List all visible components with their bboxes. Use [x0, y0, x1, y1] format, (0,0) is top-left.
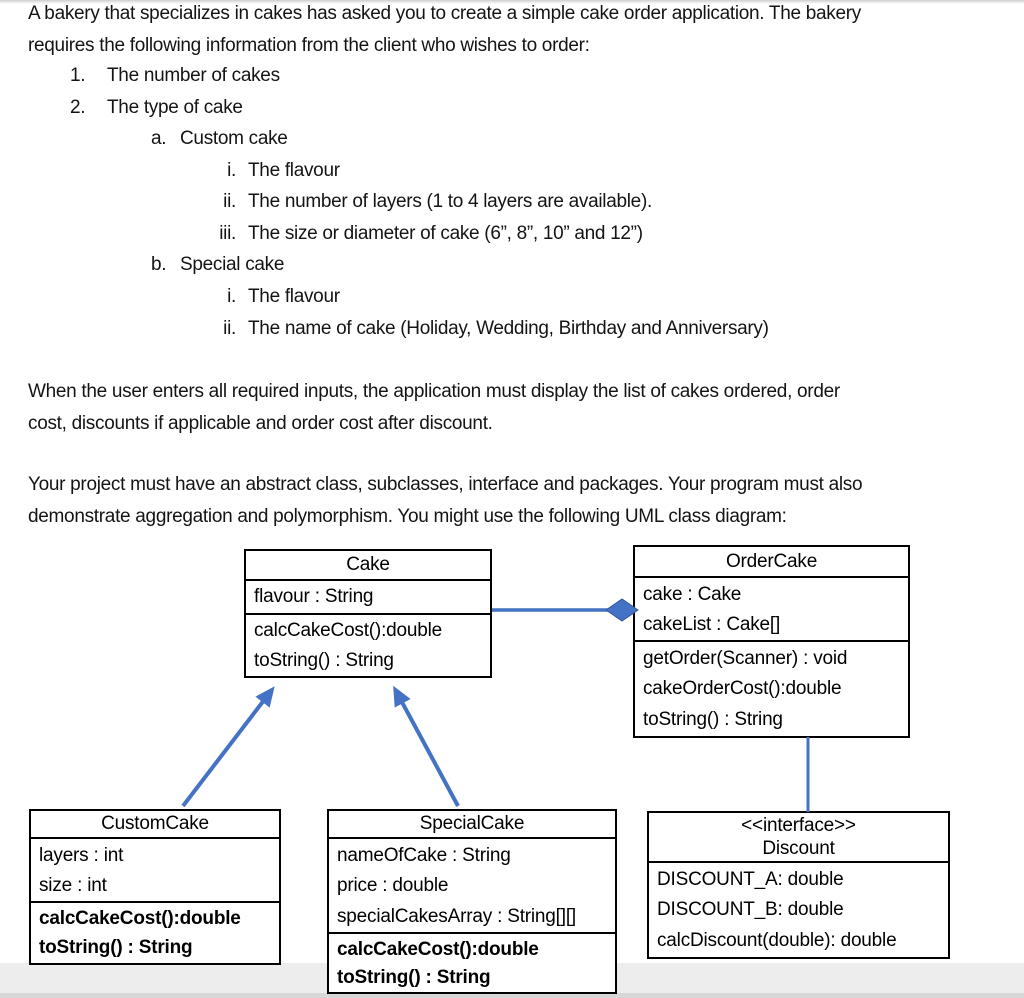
paragraph-line: A bakery that specializes in cakes has a… — [28, 3, 861, 24]
class-attribute: cake : Cake — [643, 584, 742, 605]
class-attribute: specialCakesArray : String[][] — [337, 906, 576, 927]
inheritance-arrow-specialcake-to-cake — [393, 685, 460, 807]
class-title: OrderCake — [635, 547, 908, 578]
methods-section: getOrder(Scanner) : void cakeOrderCost()… — [635, 642, 908, 735]
uml-class-specialcake: SpecialCake nameOfCake : String price : … — [327, 809, 617, 994]
members-section: DISCOUNT_A: double DISCOUNT_B: double ca… — [649, 863, 948, 956]
list-marker: ii. — [223, 191, 236, 212]
class-method: calcCakeCost():double — [39, 908, 241, 929]
class-attribute: layers : int — [39, 845, 124, 866]
list-item: i. The flavour — [0, 286, 1010, 312]
list-text: Custom cake — [180, 128, 288, 149]
list-text: The number of layers (1 to 4 layers are … — [248, 191, 652, 212]
bottom-edge-line — [0, 993, 1024, 998]
attributes-section: nameOfCake : String price : double speci… — [329, 839, 615, 934]
interface-header: <<interface>> Discount — [649, 813, 948, 863]
attributes-section: cake : Cake cakeList : Cake[] — [635, 578, 908, 642]
uml-class-ordercake: OrderCake cake : Cake cakeList : Cake[] … — [633, 545, 910, 738]
class-method: calcCakeCost():double — [254, 620, 442, 641]
list-marker: 2. — [70, 97, 86, 118]
inheritance-arrow-customcake-to-cake — [181, 686, 275, 808]
class-attribute: nameOfCake : String — [337, 845, 511, 866]
interface-member: DISCOUNT_A: double — [657, 869, 844, 890]
interface-member: DISCOUNT_B: double — [657, 899, 844, 920]
class-title: Discount — [762, 838, 835, 859]
class-method: toString() : String — [254, 650, 394, 671]
class-attribute: cakeList : Cake[] — [643, 614, 781, 635]
list-item: 1. The number of cakes — [0, 65, 1010, 91]
class-method: calcCakeCost():double — [337, 939, 539, 960]
attributes-section: flavour : String — [246, 581, 490, 615]
paragraph-line: When the user enters all required inputs… — [28, 381, 840, 402]
class-method: cakeOrderCost():double — [643, 678, 842, 699]
class-method: toString() : String — [337, 967, 491, 988]
class-attribute: size : int — [39, 875, 107, 896]
class-method: getOrder(Scanner) : void — [643, 648, 848, 669]
methods-section: calcCakeCost():double toString() : Strin… — [246, 615, 490, 676]
class-attribute: flavour : String — [254, 586, 374, 607]
methods-section: calcCakeCost():double toString() : Strin… — [329, 934, 615, 992]
interface-member: calcDiscount(double): double — [657, 930, 897, 951]
class-title: Cake — [246, 551, 490, 581]
list-marker: i. — [227, 286, 236, 307]
list-marker: ii. — [223, 318, 236, 339]
class-method: toString() : String — [39, 937, 193, 958]
list-marker: a. — [151, 128, 167, 149]
list-text: The size or diameter of cake (6”, 8”, 10… — [248, 223, 643, 244]
list-item: 2. The type of cake — [0, 97, 1010, 123]
list-text: The flavour — [248, 286, 340, 307]
list-item: ii. The number of layers (1 to 4 layers … — [0, 191, 1010, 217]
methods-section: calcCakeCost():double toString() : Strin… — [31, 903, 279, 963]
uml-class-customcake: CustomCake layers : int size : int calcC… — [29, 809, 281, 965]
list-item: iii. The size or diameter of cake (6”, 8… — [0, 223, 1010, 249]
class-title: CustomCake — [31, 811, 279, 839]
paragraph-line: requires the following information from … — [28, 35, 590, 56]
list-marker: b. — [151, 254, 167, 275]
list-text: The name of cake (Holiday, Wedding, Birt… — [248, 318, 769, 339]
top-edge-shade — [0, 0, 1024, 4]
list-item: a. Custom cake — [0, 128, 1010, 154]
attributes-section: layers : int size : int — [31, 839, 279, 903]
list-text: The type of cake — [107, 97, 243, 118]
uml-class-cake: Cake flavour : String calcCakeCost():dou… — [244, 549, 492, 678]
list-text: The number of cakes — [107, 65, 280, 86]
list-item: ii. The name of cake (Holiday, Wedding, … — [0, 318, 1010, 344]
list-item: i. The flavour — [0, 160, 1010, 186]
class-title: SpecialCake — [329, 811, 615, 839]
paragraph-line: demonstrate aggregation and polymorphism… — [28, 506, 787, 527]
paragraph-line: Your project must have an abstract class… — [28, 474, 863, 495]
uml-interface-discount: <<interface>> Discount DISCOUNT_A: doubl… — [647, 811, 950, 959]
list-marker: 1. — [70, 65, 86, 86]
interface-stereotype: <<interface>> — [741, 815, 856, 836]
class-method: toString() : String — [643, 709, 783, 730]
list-item: b. Special cake — [0, 254, 1010, 280]
paragraph-line: cost, discounts if applicable and order … — [28, 413, 493, 434]
class-attribute: price : double — [337, 875, 449, 896]
list-marker: i. — [227, 160, 236, 181]
list-text: The flavour — [248, 160, 340, 181]
list-text: Special cake — [180, 254, 285, 275]
list-marker: iii. — [219, 223, 236, 244]
